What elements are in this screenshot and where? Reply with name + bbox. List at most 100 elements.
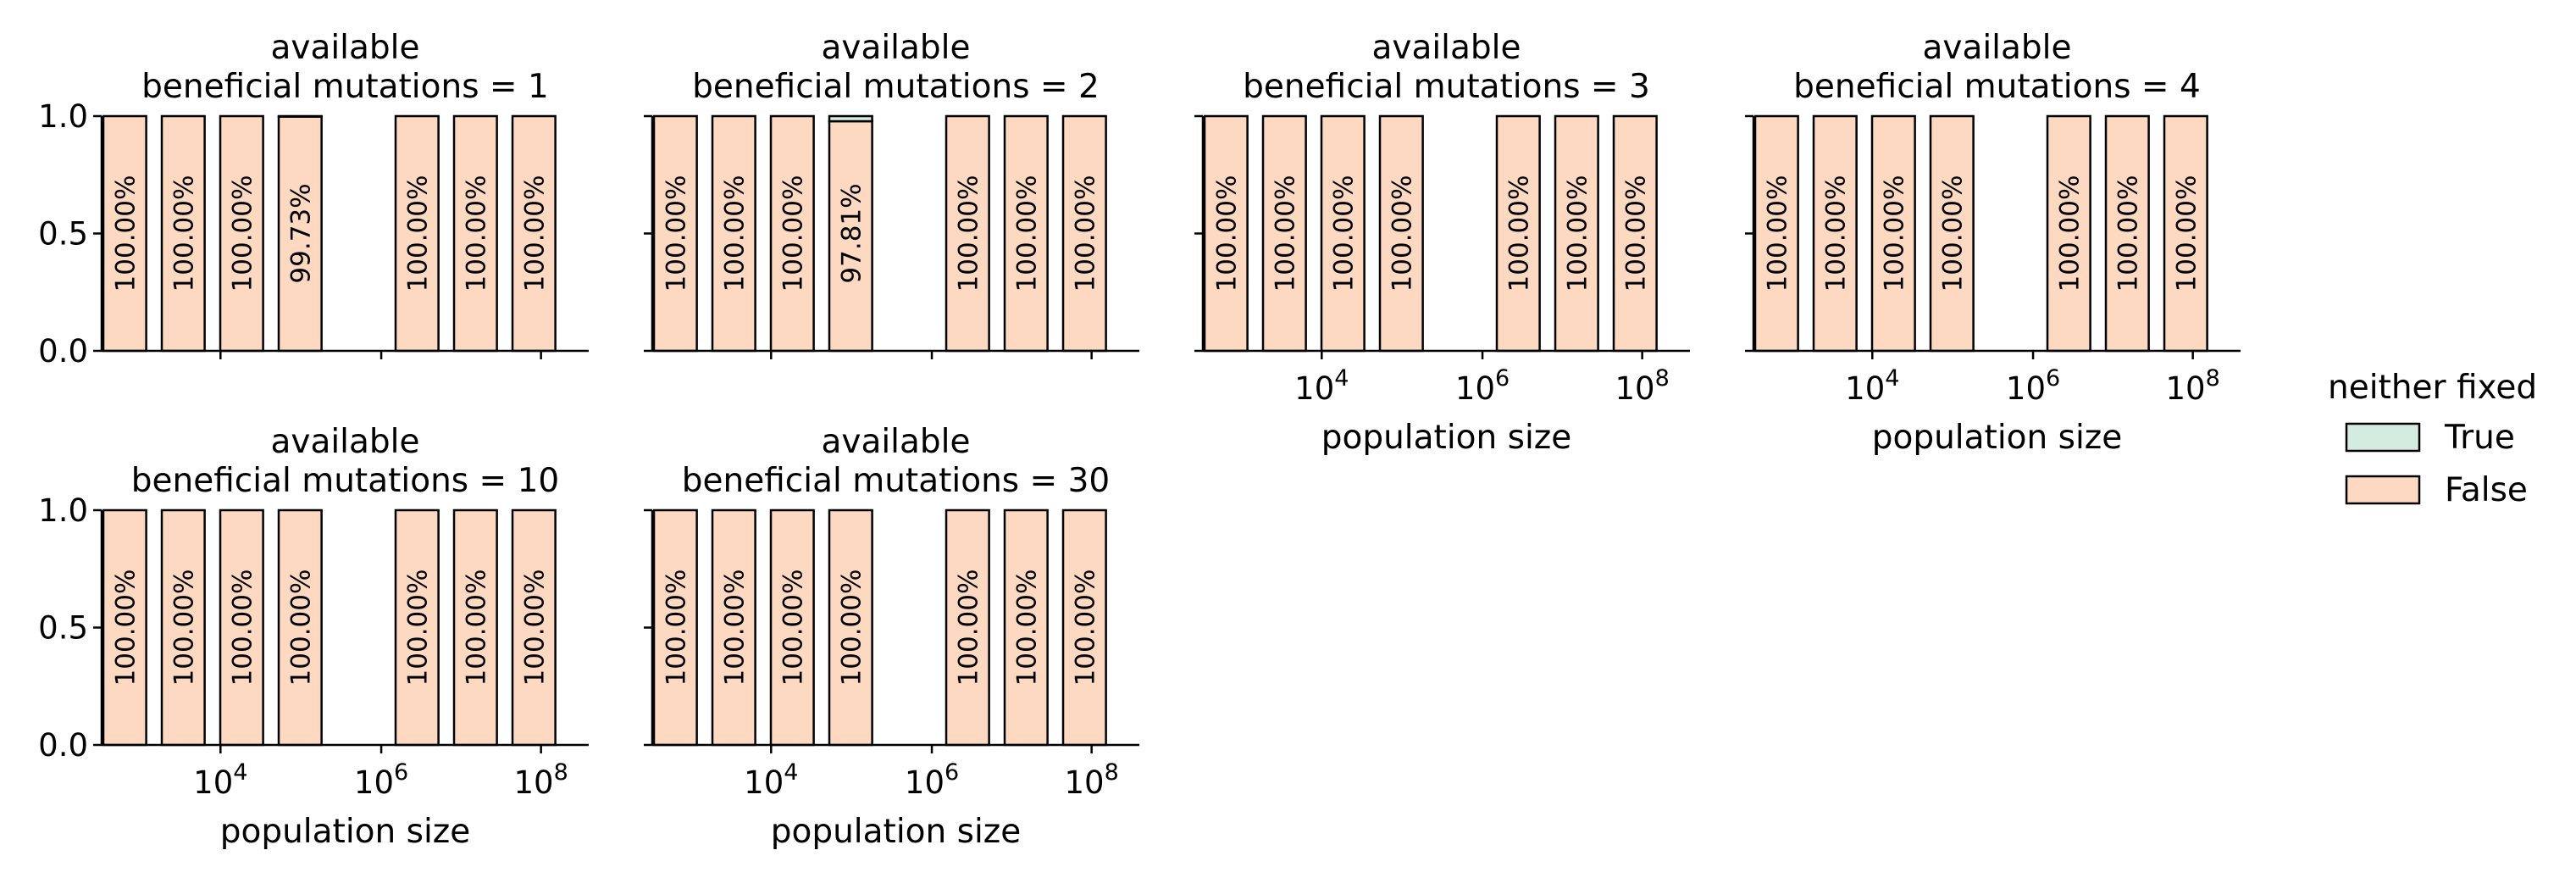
bar-label: 100.00% — [1011, 570, 1042, 686]
bar-label: 100.00% — [1937, 175, 1968, 292]
bar-false — [1003, 508, 1049, 747]
bar-false — [1261, 114, 1307, 353]
x-tick-exponent: 4 — [1334, 365, 1349, 392]
x-tick-base: 10 — [744, 764, 784, 801]
bar-label: 100.00% — [1504, 175, 1534, 292]
panel-title-line: beneficial mutations = 4 — [1793, 68, 2201, 106]
bar-false — [394, 508, 440, 747]
legend-label-true: True — [2444, 419, 2515, 457]
bar-false — [1378, 114, 1424, 353]
bar-false — [452, 508, 498, 747]
bar-false — [1870, 114, 1916, 353]
panel-title-line: available — [821, 29, 970, 67]
legend-title: neither fixed — [2328, 369, 2537, 407]
bar-label: 100.00% — [953, 175, 983, 292]
bar-label: 100.00% — [1562, 175, 1593, 292]
bar-label: 100.00% — [719, 175, 750, 292]
bar-label: 100.00% — [1328, 175, 1359, 292]
bar-label: 100.00% — [1270, 175, 1300, 292]
x-tick-label: 104 — [193, 759, 247, 801]
bar-label: 100.00% — [169, 175, 199, 292]
x-tick-exponent: 8 — [1105, 759, 1119, 786]
bar-false — [652, 114, 698, 353]
x-tick-label: 108 — [514, 759, 568, 801]
bar-label: 100.00% — [1011, 175, 1042, 292]
bar-false — [1929, 114, 1975, 353]
bar-false — [769, 114, 815, 353]
x-tick-label: 108 — [1065, 759, 1119, 801]
x-tick-base: 10 — [905, 764, 945, 801]
x-tick-base: 10 — [354, 764, 394, 801]
chart-panels: available beneficial mutations = 1 100.00%… — [38, 29, 2241, 851]
panel-title-line: available — [1371, 29, 1521, 67]
y-tick-label: 0.5 — [38, 216, 88, 253]
bar-false — [219, 508, 264, 747]
bar-label: 100.00% — [1879, 175, 1909, 292]
x-tick-exponent: 6 — [2046, 365, 2060, 392]
bar-label: 100.00% — [227, 175, 258, 292]
x-tick-base: 10 — [193, 764, 233, 801]
x-tick-label: 104 — [1845, 365, 1899, 407]
panel-title-line: beneficial mutations = 1 — [141, 68, 549, 106]
bar-label: 100.00% — [1387, 175, 1417, 292]
x-tick-base: 10 — [1455, 370, 1495, 407]
x-tick-label: 104 — [744, 759, 798, 801]
bar-false — [711, 508, 756, 747]
x-tick-base: 10 — [2006, 370, 2046, 407]
bar-label: 100.00% — [1620, 175, 1651, 292]
bar-label: 100.00% — [227, 570, 258, 686]
x-tick-base: 10 — [2166, 370, 2206, 407]
bar-false — [828, 508, 873, 747]
x-tick-exponent: 6 — [394, 759, 408, 786]
bar-false — [1203, 114, 1249, 353]
bar-label: 100.00% — [402, 175, 433, 292]
bar-label: 100.00% — [661, 570, 691, 686]
x-axis-label: population size — [220, 813, 471, 851]
bar-false — [452, 114, 498, 353]
panel-title-line: beneficial mutations = 3 — [1243, 68, 1650, 106]
panel-title-line: available — [270, 423, 419, 461]
x-tick-exponent: 6 — [1495, 365, 1510, 392]
bar-label: 97.81% — [836, 183, 867, 283]
bar-label: 100.00% — [1762, 175, 1792, 292]
bar-label: 100.00% — [1070, 175, 1100, 292]
bar-false — [277, 508, 323, 747]
bar-false — [1061, 508, 1107, 747]
bar-label: 100.00% — [519, 175, 550, 292]
bar-false — [1061, 114, 1107, 353]
bar-label: 100.00% — [953, 570, 983, 686]
bar-label: 100.00% — [519, 570, 550, 686]
panel-title-line: available — [821, 423, 970, 461]
bar-false — [1554, 114, 1599, 353]
x-tick-label: 104 — [1294, 365, 1349, 407]
bar-label: 100.00% — [1070, 570, 1100, 686]
bar-false — [1320, 114, 1366, 353]
bar-label: 100.00% — [110, 175, 141, 292]
x-tick-exponent: 8 — [2206, 365, 2220, 392]
x-axis-label: population size — [771, 813, 1022, 851]
bar-label: 100.00% — [169, 570, 199, 686]
bar-label: 100.00% — [1211, 175, 1242, 292]
x-tick-label: 108 — [1615, 365, 1670, 407]
x-tick-label: 106 — [354, 759, 408, 801]
bar-label: 100.00% — [402, 570, 433, 686]
bar-label: 100.00% — [1820, 175, 1851, 292]
bar-label: 100.00% — [461, 570, 491, 686]
bar-label: 100.00% — [2113, 175, 2143, 292]
x-tick-base: 10 — [1065, 764, 1105, 801]
bar-true — [828, 114, 873, 123]
bar-label: 100.00% — [2054, 175, 2085, 292]
y-tick-label: 1.0 — [38, 492, 88, 529]
panel-title-line: available — [1922, 29, 2071, 67]
bar-label: 100.00% — [2171, 175, 2202, 292]
x-tick-base: 10 — [1615, 370, 1655, 407]
